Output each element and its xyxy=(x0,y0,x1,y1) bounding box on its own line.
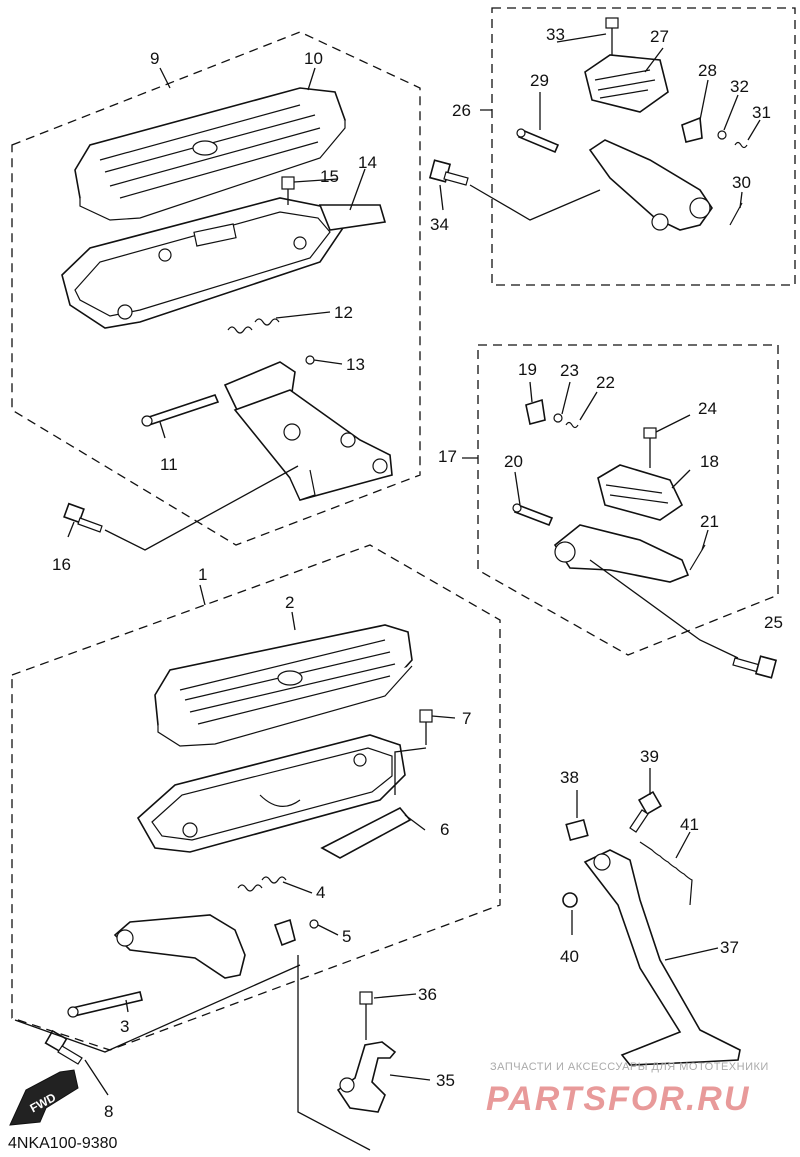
callout-17: 17 xyxy=(438,447,457,466)
callout-28: 28 xyxy=(698,61,717,80)
side-stand-37 xyxy=(583,849,741,1066)
pin-29 xyxy=(516,128,560,154)
callout-30: 30 xyxy=(732,173,751,192)
callout-16: 16 xyxy=(52,555,71,574)
callout-numbers: 1 2 3 4 5 6 7 8 9 10 11 12 13 14 15 16 1… xyxy=(52,25,783,1121)
assembly-17-boundary xyxy=(477,344,779,656)
callout-34: 34 xyxy=(430,215,449,234)
watermark: ЗАПЧАСТИ И АКСЕССУАРЫ ДЛЯ МОТОТЕХНИКИ PA… xyxy=(486,1061,769,1118)
footrest-body-17 xyxy=(553,524,690,583)
callout-11: 11 xyxy=(160,455,178,474)
callout-32: 32 xyxy=(730,77,749,96)
callout-36: 36 xyxy=(418,985,437,1004)
bolt-16 xyxy=(63,502,103,533)
bolt-25 xyxy=(732,655,778,679)
callout-10: 10 xyxy=(304,49,323,68)
callout-13: 13 xyxy=(346,355,365,374)
callout-3: 3 xyxy=(120,1017,129,1036)
bolt-33 xyxy=(605,17,619,55)
callout-22: 22 xyxy=(596,373,615,392)
callout-21: 21 xyxy=(700,512,719,531)
watermark-top-text: ЗАПЧАСТИ И АКСЕССУАРЫ ДЛЯ МОТОТЕХНИКИ xyxy=(490,1061,769,1073)
callout-29: 29 xyxy=(530,71,549,90)
springs-4 xyxy=(237,876,287,892)
clip-5 xyxy=(309,919,319,929)
spring-41 xyxy=(639,841,693,906)
assembly-9-boundary xyxy=(11,31,421,546)
callout-27: 27 xyxy=(650,27,669,46)
bolt-24 xyxy=(643,427,657,468)
bolt-8 xyxy=(44,1029,83,1065)
pin-11 xyxy=(141,394,220,427)
ball-23 xyxy=(553,413,563,423)
footboard-bracket-9 xyxy=(223,361,393,501)
callout-1: 1 xyxy=(198,565,207,584)
callout-12: 12 xyxy=(334,303,353,322)
bolt-39 xyxy=(629,790,663,833)
springs-12 xyxy=(227,318,280,334)
plate-6 xyxy=(320,806,412,859)
watermark-main-text: PARTSFOR.RU xyxy=(486,1080,750,1118)
callout-20: 20 xyxy=(504,452,523,471)
callout-39: 39 xyxy=(640,747,659,766)
callout-2: 2 xyxy=(285,593,294,612)
bolt-15 xyxy=(281,176,295,205)
pedal-35 xyxy=(336,1041,397,1113)
plate-28 xyxy=(681,116,703,143)
callout-23: 23 xyxy=(560,361,579,380)
callout-37: 37 xyxy=(720,938,739,957)
callout-6: 6 xyxy=(440,820,449,839)
callout-41: 41 xyxy=(680,815,699,834)
footrest-rubber-27 xyxy=(584,54,669,113)
callout-19: 19 xyxy=(518,360,537,379)
bolt-34 xyxy=(428,159,469,186)
fwd-arrow: FWD xyxy=(9,1069,79,1126)
callout-31: 31 xyxy=(752,103,771,122)
callout-40: 40 xyxy=(560,947,579,966)
callout-38: 38 xyxy=(560,768,579,787)
callout-5: 5 xyxy=(342,927,351,946)
assembly-9-group xyxy=(11,31,421,551)
callout-24: 24 xyxy=(698,399,717,418)
diagram-code: 4NKA100-9380 xyxy=(8,1135,118,1152)
callout-35: 35 xyxy=(436,1071,455,1090)
spring-22 xyxy=(565,421,579,429)
assembly-26-group xyxy=(428,7,796,286)
callout-33: 33 xyxy=(546,25,565,44)
spring-31 xyxy=(734,141,748,149)
callout-15: 15 xyxy=(320,167,339,186)
nut-40 xyxy=(562,892,578,908)
footboard-frame-1 xyxy=(136,734,406,853)
assembly-17-group xyxy=(462,344,779,679)
assembly-26-boundary xyxy=(491,7,796,286)
footrest-body-26 xyxy=(588,139,713,231)
callout-25: 25 xyxy=(764,613,783,632)
callout-8: 8 xyxy=(104,1102,113,1121)
plate-19 xyxy=(525,398,546,425)
callout-18: 18 xyxy=(700,452,719,471)
ball-32 xyxy=(717,130,727,140)
collar-38 xyxy=(565,818,589,842)
bolt-36 xyxy=(359,991,373,1040)
assembly-1-boundary xyxy=(11,544,501,1051)
footboard-cover-2 xyxy=(154,624,413,747)
bolt-7 xyxy=(419,709,433,745)
footboard-bracket-1 xyxy=(113,914,296,979)
assembly-1-group xyxy=(11,544,501,1096)
callout-7: 7 xyxy=(462,709,471,728)
footboard-cover-10 xyxy=(74,87,346,221)
footboard-frame-14 xyxy=(61,197,387,329)
callout-9: 9 xyxy=(150,49,159,68)
callout-26: 26 xyxy=(452,101,471,120)
pin-3 xyxy=(67,991,143,1018)
footrest-rubber-18 xyxy=(597,464,684,521)
pin-20 xyxy=(512,503,554,527)
clip-13 xyxy=(305,355,315,365)
callout-4: 4 xyxy=(316,883,325,902)
callout-14: 14 xyxy=(358,153,377,172)
